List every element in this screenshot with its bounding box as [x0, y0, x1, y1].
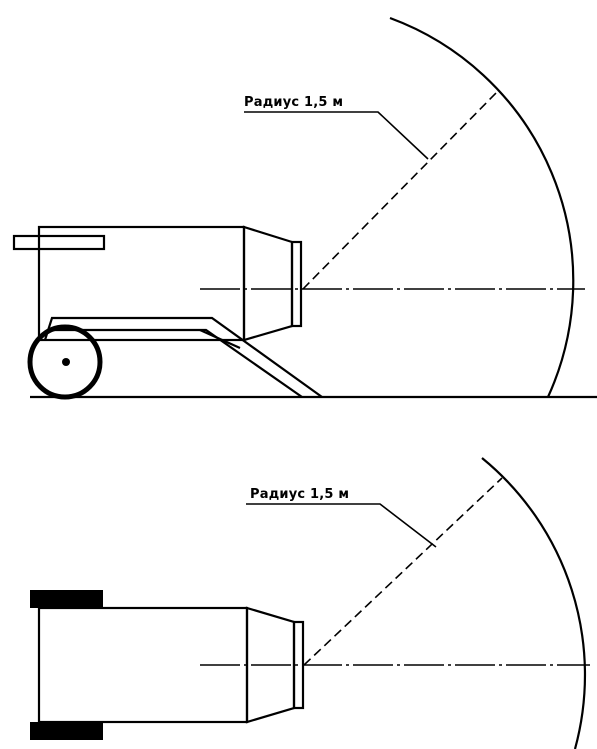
heater-body	[37, 225, 246, 342]
handle-bar	[12, 234, 106, 251]
radius-line-top	[303, 477, 503, 666]
radius-label-top: Радиус 1,5 м	[250, 487, 349, 502]
outlet-flange	[290, 240, 303, 328]
clearance-arc-top	[481, 457, 587, 749]
wheel-bottom-left	[30, 722, 103, 740]
clearance-arc	[389, 16, 575, 398]
frame-rail-inner	[50, 328, 303, 398]
wheel	[27, 324, 103, 400]
radius-line	[302, 91, 498, 290]
nozzle-cone	[242, 225, 294, 342]
label-leader	[244, 111, 429, 160]
side-view: Радиус 1,5 м	[12, 16, 597, 400]
frame-strut	[199, 328, 241, 350]
label-leader-top	[246, 503, 437, 548]
wheel-hub	[62, 358, 70, 366]
wheel-top-left	[30, 590, 103, 608]
radius-label: Радиус 1,5 м	[244, 95, 343, 110]
top-view: Радиус 1,5 м	[30, 457, 590, 749]
